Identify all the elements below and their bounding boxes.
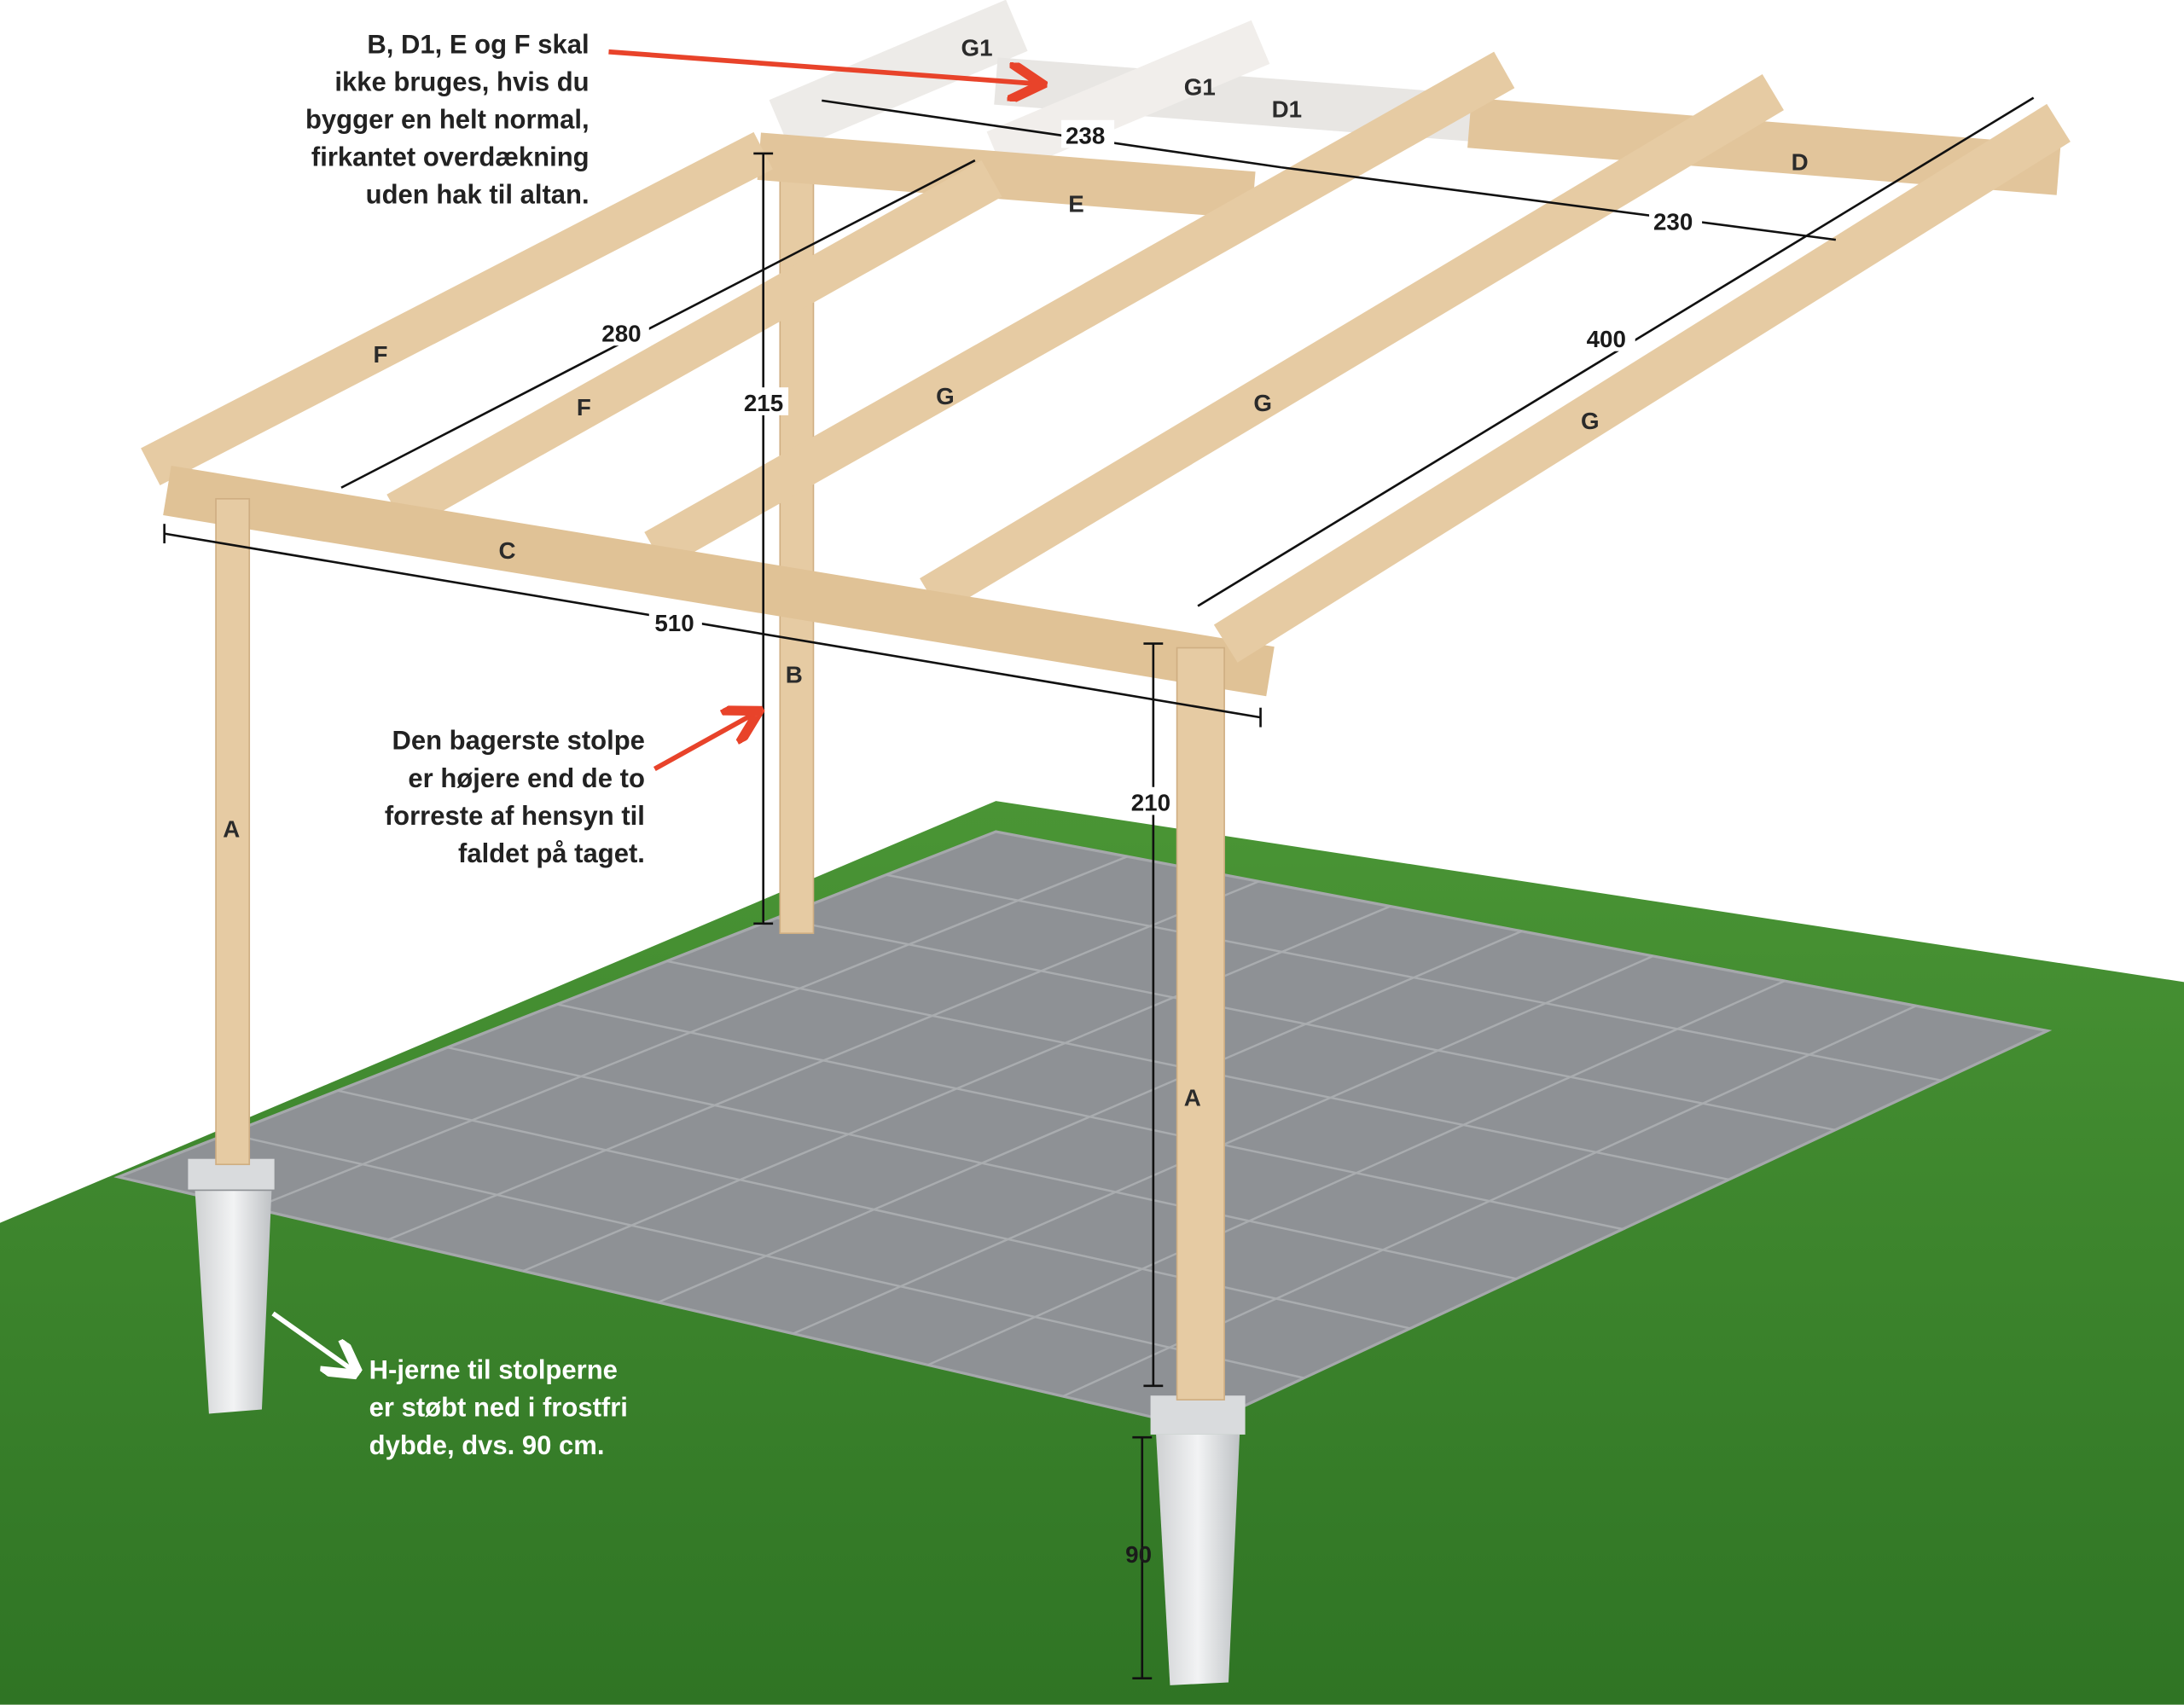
label-c: C [498, 537, 515, 564]
post-a-left [215, 497, 251, 1166]
svg-text:B, D1, E og F skal: B, D1, E og F skal [367, 29, 589, 59]
rafters [141, 51, 1784, 615]
label-g-2: G [1253, 390, 1272, 416]
label-a-left: A [223, 816, 240, 843]
label-e: E [1068, 190, 1084, 217]
dim-230: 230 [1653, 209, 1693, 235]
annotation-rear-post: Den bagerste stolpe er højere end de to … [385, 726, 645, 868]
label-g1-a: G1 [961, 35, 993, 61]
patio-tiles [228, 855, 1942, 1398]
label-g-3: G [1581, 408, 1600, 434]
label-g-1: G [936, 383, 955, 409]
label-d: D [1792, 149, 1809, 176]
annotation-footings: H-jerne til stolperne er støbt ned i fro… [369, 1355, 628, 1460]
svg-text:er støbt ned i frostfri: er støbt ned i frostfri [369, 1393, 628, 1423]
svg-text:H-jerne til stolperne: H-jerne til stolperne [369, 1355, 618, 1385]
footing-front [1156, 1434, 1240, 1685]
rafter-g-1 [644, 51, 1515, 569]
dim-280: 280 [601, 320, 641, 346]
svg-text:dybde, dvs. 90 cm.: dybde, dvs. 90 cm. [369, 1430, 605, 1460]
svg-text:uden hak til altan.: uden hak til altan. [366, 180, 590, 210]
label-b: B [786, 661, 803, 687]
beam-e [757, 132, 1256, 219]
dim-400: 400 [1587, 326, 1626, 352]
beam-c [163, 466, 1275, 697]
tile-joint [886, 873, 1942, 1082]
svg-text:forreste af hensyn til: forreste af hensyn til [385, 801, 645, 831]
arrow-red-rear-post [653, 713, 755, 772]
rafter-f-1 [141, 131, 773, 486]
svg-text:er højere end de to: er højere end de to [408, 763, 644, 793]
dim-510: 510 [654, 610, 694, 636]
svg-text:firkantet overdækning: firkantet overdækning [311, 142, 590, 172]
dimension-lines [163, 96, 2035, 1679]
arrow-white-footing [271, 1311, 355, 1372]
label-f-2: F [577, 394, 591, 420]
footing-left [195, 1191, 272, 1414]
dim-238: 238 [1066, 122, 1105, 148]
dim-215: 215 [744, 390, 783, 416]
dim-90: 90 [1125, 1541, 1152, 1568]
dim-210: 210 [1131, 790, 1170, 816]
rafter-g-3 [1213, 103, 2071, 663]
annotation-optional-parts: B, D1, E og F skal ikke bruges, hvis du … [305, 29, 590, 209]
svg-text:ikke bruges, hvis du: ikke bruges, hvis du [334, 67, 589, 96]
tile-joint [927, 979, 1786, 1366]
svg-text:bygger en helt normal,: bygger en helt normal, [305, 105, 590, 135]
footing-plate-front [1150, 1395, 1246, 1435]
rafter-f-2 [386, 159, 1002, 531]
label-g1-b: G1 [1184, 73, 1216, 100]
post-a-front [1176, 647, 1225, 1401]
tile-joint [657, 930, 1523, 1303]
rafter-g-2 [920, 74, 1784, 615]
svg-text:Den bagerste stolpe: Den bagerste stolpe [392, 726, 644, 756]
patio [113, 830, 2053, 1430]
label-f-1: F [374, 341, 388, 368]
arrow-red-top [608, 49, 1037, 84]
svg-text:faldet på taget.: faldet på taget. [458, 838, 645, 868]
label-d1: D1 [1272, 96, 1302, 122]
label-a-front: A [1184, 1085, 1201, 1111]
tile-joint [775, 917, 1836, 1132]
